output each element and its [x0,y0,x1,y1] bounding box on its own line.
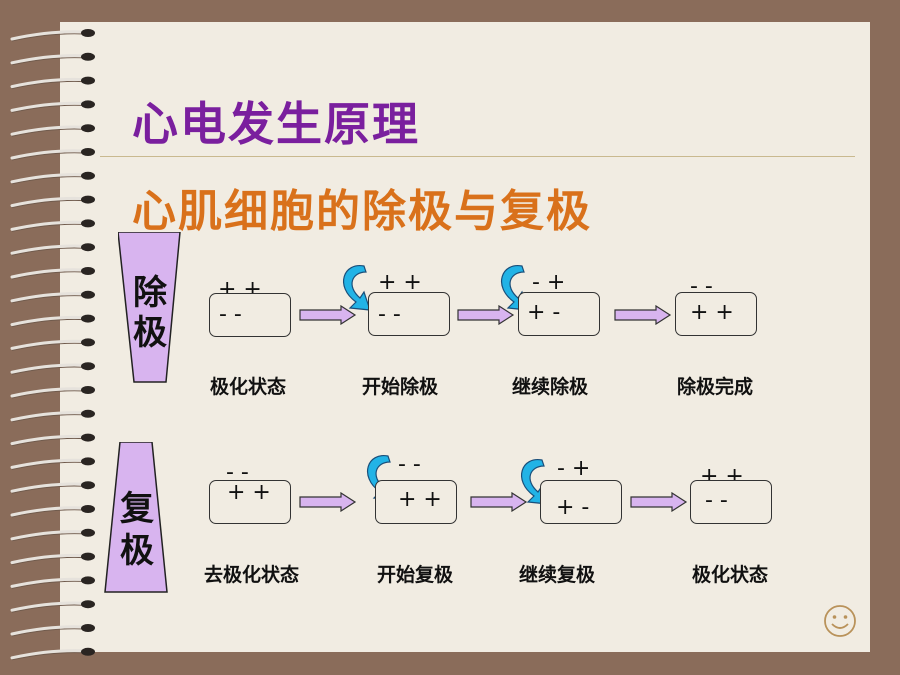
repol-step4-caption: 极化状态 [692,564,769,586]
binder-ring [10,267,95,280]
binder-ring [10,505,95,518]
page-title: 心电发生原理 [132,97,420,151]
repol-arrow-2 [470,492,528,512]
binder-ring [10,314,95,328]
depolarization-label-char-2: 极 [133,313,167,353]
repol-step2-cell [375,480,457,524]
depol-arrow-2 [457,305,515,325]
depol-step3-caption: 继续除极 [512,376,589,398]
binder-ring [10,100,95,113]
binder-ring [10,338,95,351]
depolarization-label-char-1: 除 [133,273,167,313]
repol-step2-top-signs: - - [398,452,421,477]
depol-step1-caption: 极化状态 [210,376,287,398]
depol-arrow-1 [299,305,357,325]
repol-step1-top-signs: - - [226,460,249,485]
binder-ring [10,52,95,66]
binder-ring [10,624,95,637]
repol-step4-bottom-signs: - - [705,488,728,513]
binder-ring [10,29,95,42]
binder-ring [10,124,95,137]
depol-step4-bottom-signs: + + [690,300,734,325]
binder-ring [10,576,95,589]
spiral-binding [0,0,110,675]
binder-ring [10,600,95,613]
spiral-binding-icon [10,29,95,661]
binder-ring [10,528,95,542]
repol-step3-bottom-signs: + - [556,495,590,520]
depol-step2-bottom-signs: - - [378,302,401,327]
binder-ring [10,552,95,566]
binder-ring [10,647,95,661]
repolarization-label-char-1: 复 [120,489,154,529]
repol-step3-caption: 继续复极 [519,564,596,586]
binder-ring [10,76,95,90]
binder-ring [10,386,95,399]
depol-step3-top-signs: - + [532,270,566,295]
binder-ring [10,362,95,375]
depol-step4-caption: 除极完成 [677,376,754,398]
binder-ring [10,409,95,423]
depol-step1-cell [209,293,291,337]
binder-ring [10,148,95,161]
depol-arrow-3 [614,305,672,325]
smiley-face-icon [824,605,856,637]
binder-ring [10,171,95,185]
binder-ring [10,195,95,209]
repol-step1-cell [209,480,291,524]
page-subtitle: 心肌细胞的除极与复极 [132,186,592,237]
repolarization-label-char-2: 极 [120,531,154,571]
repol-step2-bottom-signs: + + [398,487,442,512]
binder-ring [10,290,95,304]
depol-step4-cell [675,292,757,336]
depol-step3-bottom-signs: + - [527,300,561,325]
slide-background [60,22,870,652]
repol-step4-cell [690,480,772,524]
repol-step2-caption: 开始复极 [377,564,454,586]
repol-arrow-3 [630,492,688,512]
repolarization-band [104,442,168,593]
binder-ring [10,243,95,256]
repol-arrow-1 [299,492,357,512]
title-divider [100,156,855,157]
binder-ring [10,219,95,232]
repol-step3-top-signs: - + [557,456,591,481]
repol-step1-bottom-signs: + + [227,480,271,505]
depol-step2-cell [368,292,450,336]
depol-step2-caption: 开始除极 [362,376,439,398]
binder-ring [10,457,95,470]
depol-step2-top-signs: + + [378,270,422,295]
repol-step3-cell [540,480,622,524]
depol-step1-bottom-signs: - - [219,302,242,327]
depolarization-band [118,232,181,383]
binder-ring [10,433,95,447]
binder-ring [10,481,95,494]
depol-step3-cell [518,292,600,336]
repol-step1-caption: 去极化状态 [204,564,300,586]
